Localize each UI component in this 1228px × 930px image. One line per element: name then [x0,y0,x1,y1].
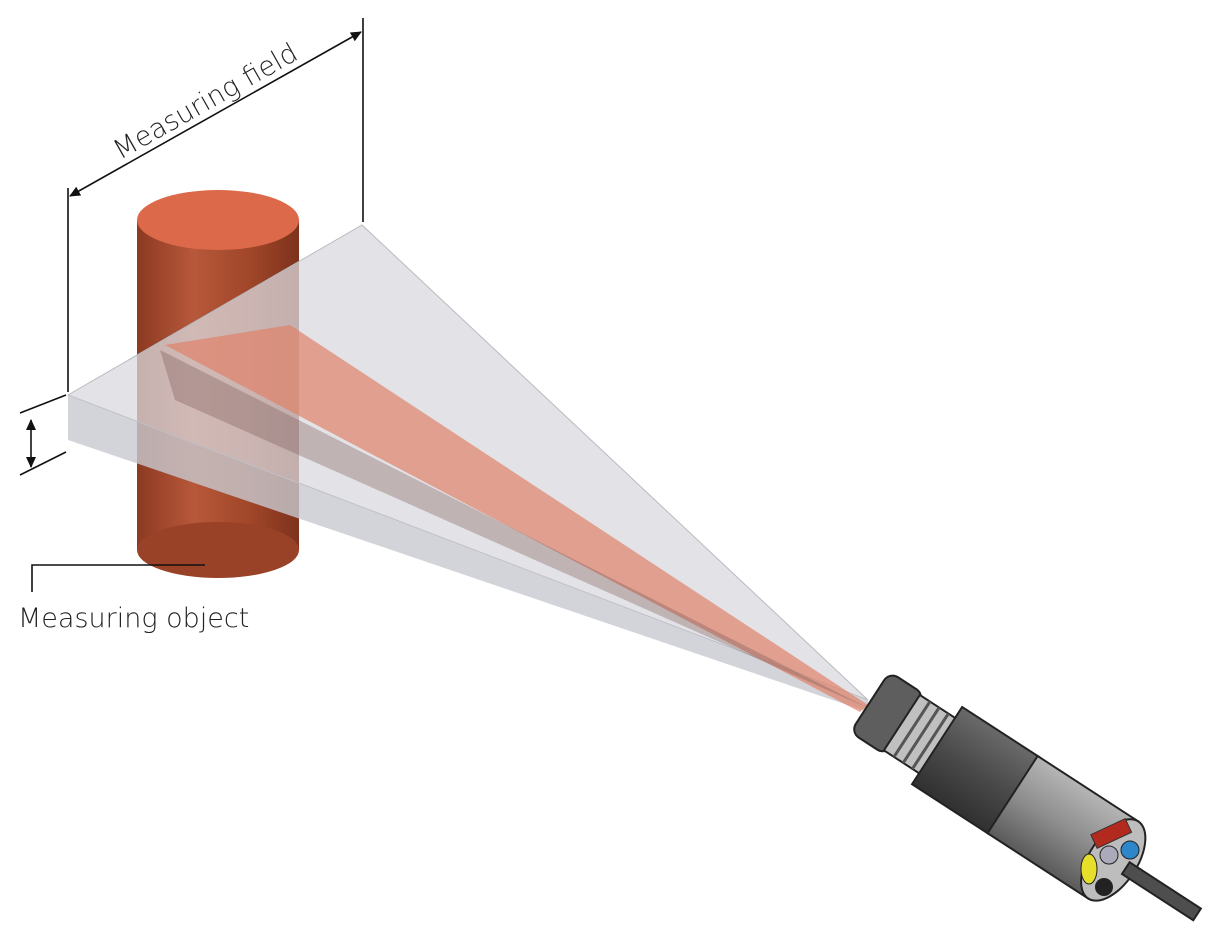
sensor-port [1095,878,1113,896]
object-leader-line [31,564,205,592]
cylinder-top [137,190,299,250]
led-display [1090,817,1133,849]
beam-shadow [160,350,868,708]
connector-cable [1120,860,1203,922]
infrared-sensor [853,674,1203,922]
measuring-field-dimension [67,18,364,392]
measuring-object-label: Measuring object [18,603,249,634]
button-yellow[interactable] [1080,853,1098,885]
button-blue[interactable] [1120,840,1140,860]
sensor-lens-window [1099,845,1119,865]
sensor-controls [1080,817,1140,896]
measuring-field-label: Measuring field [108,37,303,166]
thickness-dimension [19,394,67,476]
infrared-beam [165,325,868,712]
